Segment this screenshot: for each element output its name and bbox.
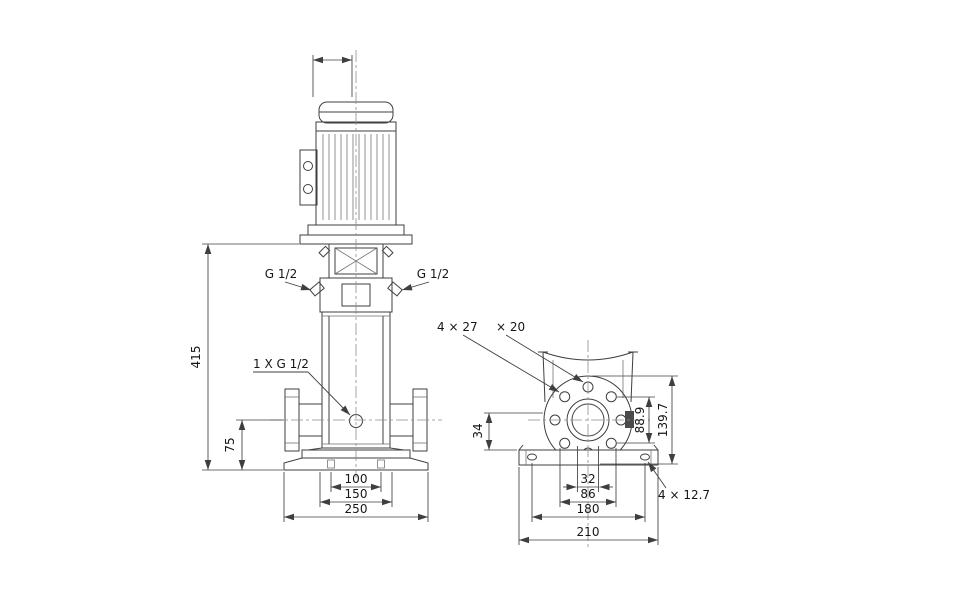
port-label-right-text: G 1/2	[417, 267, 449, 281]
dim-250-label: 250	[345, 502, 368, 516]
bolt-hole	[559, 437, 571, 449]
dim-100: 100	[330, 472, 382, 492]
dim-250: 250	[283, 472, 429, 522]
port-label-left: G 1/2	[265, 267, 312, 291]
drain-port-label-text: 1 X G 1/2	[253, 357, 309, 371]
dim-86-label: 86	[580, 487, 595, 501]
dim-210: 210	[518, 467, 659, 545]
dim-88-9: 88.9	[617, 396, 655, 444]
dim-32: 32	[563, 446, 613, 492]
base-bolt-hole-right	[640, 453, 650, 461]
dim-210-label: 210	[577, 525, 600, 539]
bolt-hole	[559, 391, 571, 403]
dim-150: 150	[319, 472, 393, 507]
right-port-plug	[387, 281, 403, 297]
base-slot-right	[377, 459, 385, 469]
flange-lug	[625, 411, 634, 428]
base-bolt-hole-left	[527, 453, 537, 461]
dim-180-label: 180	[577, 502, 600, 516]
end-view: 4 × 27 × 20 34 88.9 139.7	[437, 320, 710, 548]
dim-415-label: 415	[189, 346, 203, 369]
dim-139-7-label: 139.7	[656, 403, 670, 437]
dim-150-label: 150	[345, 487, 368, 501]
flange-holes-count-text: 4 × 27	[437, 320, 478, 334]
motor	[299, 101, 397, 226]
dim-86: 86	[559, 448, 617, 507]
dim-100-label: 100	[345, 472, 368, 486]
left-port-plug	[309, 281, 325, 297]
dim-75: 75	[223, 419, 284, 470]
dim-88-9-label: 88.9	[633, 407, 647, 434]
base-plate	[518, 444, 659, 466]
dim-34: 34	[471, 412, 543, 451]
base-holes-callout: 4 × 12.7	[647, 461, 710, 502]
bolt-hole	[605, 391, 617, 403]
dim-34-label: 34	[471, 423, 485, 438]
flange-holes-depth-text: × 20	[496, 320, 525, 334]
terminal-box	[299, 149, 318, 206]
flange-holes-callout: 4 × 27 × 20	[437, 320, 584, 393]
port-label-right: G 1/2	[401, 267, 449, 291]
base-slot-left	[327, 459, 335, 469]
dim-139-7: 139.7	[592, 375, 678, 465]
bolt-hole	[605, 437, 617, 449]
drain-port-label: 1 X G 1/2	[253, 357, 351, 416]
dim-32-label: 32	[580, 472, 595, 486]
front-view: 415 75 G 1/2 G 1/2 1 X G 1/2 100	[189, 50, 449, 522]
dim-75-label: 75	[223, 437, 237, 452]
dim-180: 180	[531, 463, 646, 522]
port-label-left-text: G 1/2	[265, 267, 297, 281]
base-holes-callout-text: 4 × 12.7	[658, 488, 710, 502]
dim-top	[312, 55, 353, 97]
dim-415: 415	[189, 243, 299, 471]
